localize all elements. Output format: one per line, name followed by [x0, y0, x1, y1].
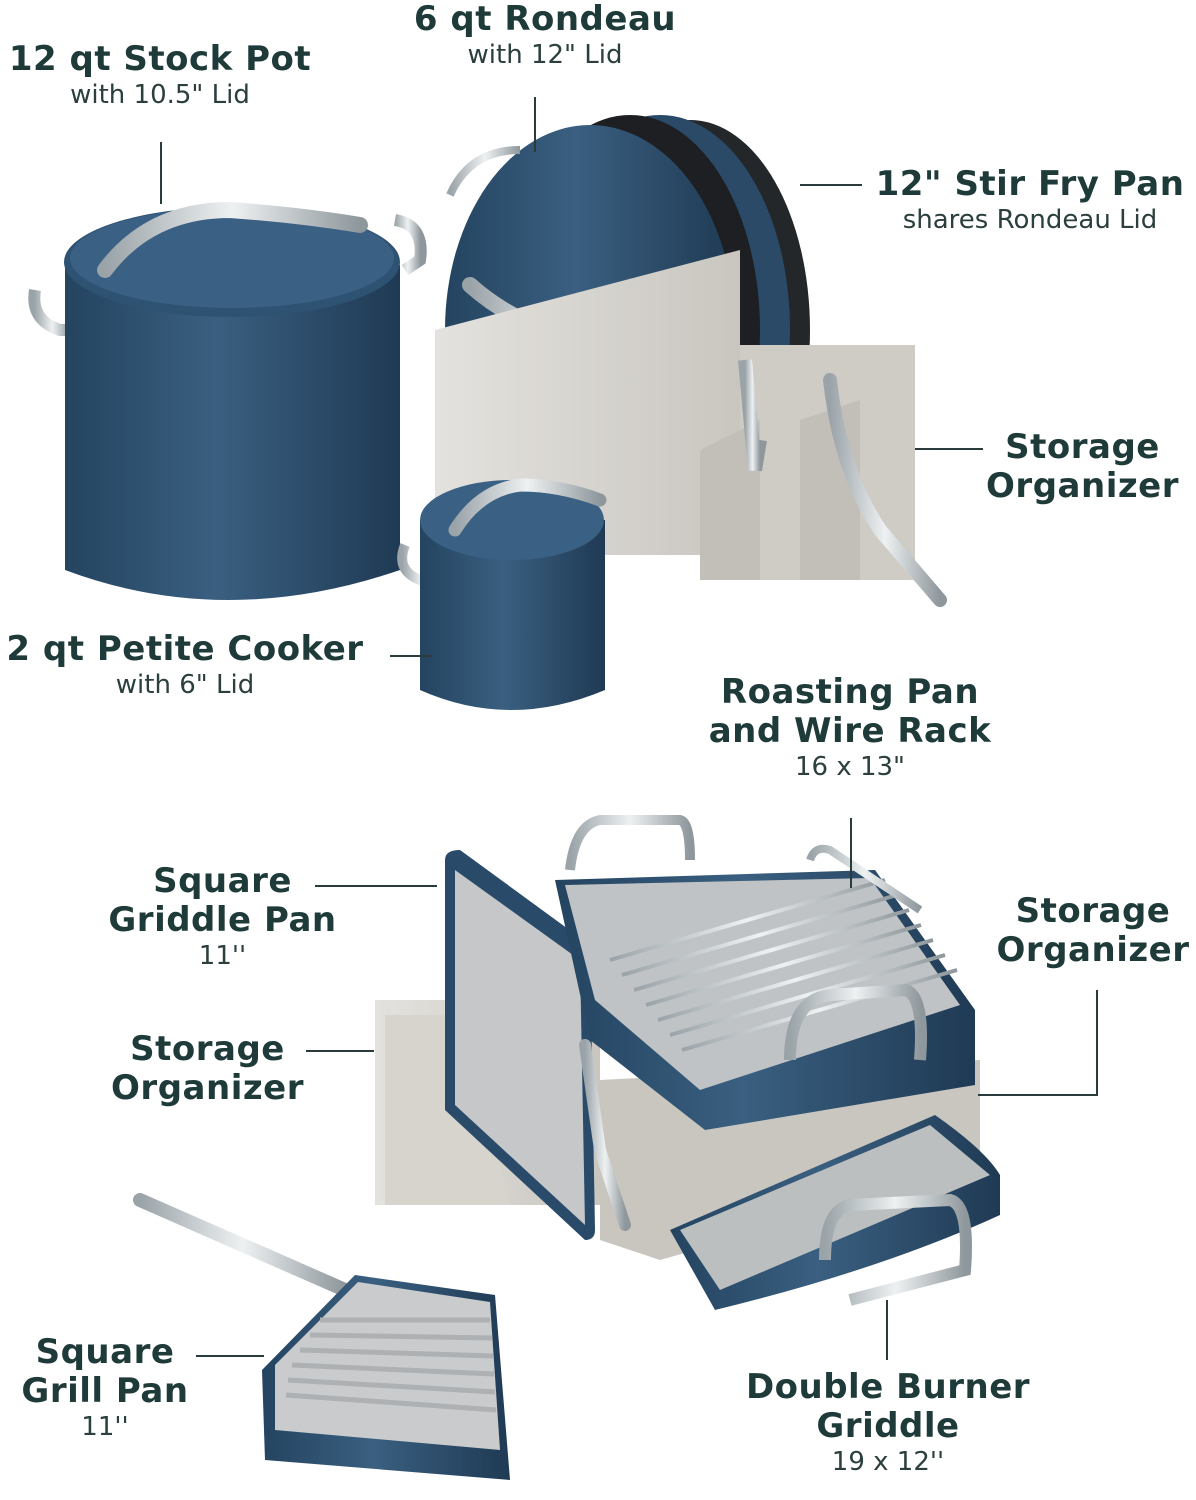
storage-organizer-top: [435, 250, 947, 607]
label-line1: Storage: [1015, 891, 1171, 931]
leader-organizer-right-h: [978, 1094, 1098, 1096]
label-line2: Organizer: [996, 930, 1190, 971]
leader-double-burner: [886, 1300, 888, 1360]
square-grill-pan: [133, 1193, 510, 1480]
leader-stock-pot: [160, 142, 162, 204]
square-griddle-pan: [445, 850, 631, 1240]
label-sub: 16 x 13": [794, 752, 906, 783]
label-line1: Square: [153, 861, 292, 901]
petite-cooker: [397, 478, 607, 710]
leader-square-griddle: [315, 885, 437, 887]
double-burner-griddle: [670, 1115, 1000, 1310]
label-title: 12 qt Stock Pot: [8, 39, 312, 79]
label-square-griddle: Square Griddle Pan 11'': [100, 861, 345, 972]
label-line2: Griddle Pan: [108, 900, 337, 941]
label-organizer-right: Storage Organizer: [990, 891, 1196, 971]
label-double-burner: Double Burner Griddle 19 x 12'': [740, 1367, 1036, 1478]
label-organizer-top: Storage Organizer: [975, 427, 1190, 507]
label-line2: Griddle: [816, 1406, 960, 1447]
stock-pot: [28, 201, 427, 600]
leader-grill-pan: [196, 1355, 264, 1357]
label-stir-fry: 12" Stir Fry Pan shares Rondeau Lid: [870, 164, 1190, 236]
leader-organizer-top: [915, 448, 983, 450]
label-sub: shares Rondeau Lid: [902, 205, 1158, 236]
leader-organizer-left: [306, 1050, 374, 1052]
label-line2: and Wire Rack: [708, 711, 992, 752]
label-title: 2 qt Petite Cooker: [6, 629, 364, 669]
label-line1: Storage: [130, 1029, 285, 1069]
label-line1: Storage: [1005, 427, 1160, 467]
roasting-pan: [555, 815, 975, 1130]
label-line2: Organizer: [111, 1068, 304, 1109]
label-sub: 19 x 12'': [831, 1447, 945, 1478]
label-line2: Grill Pan: [21, 1371, 189, 1412]
label-grill-pan: Square Grill Pan 11'': [10, 1332, 200, 1443]
label-line1: Double Burner: [745, 1367, 1031, 1407]
label-rondeau: 6 qt Rondeau with 12" Lid: [390, 0, 700, 71]
label-sub: with 10.5" Lid: [70, 80, 250, 111]
label-line1: Square: [35, 1332, 175, 1372]
leader-petite-cooker: [390, 655, 432, 657]
label-sub: with 6" Lid: [115, 670, 255, 701]
label-title: 12" Stir Fry Pan: [875, 164, 1185, 204]
label-title: 6 qt Rondeau: [413, 0, 677, 39]
label-line1: Roasting Pan: [720, 672, 980, 712]
leader-organizer-right-v: [1096, 990, 1098, 1096]
label-line2: Organizer: [986, 466, 1179, 507]
label-sub: with 12" Lid: [467, 40, 623, 71]
leader-roasting-pan: [850, 818, 852, 888]
leader-stir-fry: [800, 184, 862, 186]
label-sub: 11'': [198, 941, 247, 972]
label-petite-cooker: 2 qt Petite Cooker with 6" Lid: [0, 629, 370, 701]
label-roasting-pan: Roasting Pan and Wire Rack 16 x 13": [700, 672, 1000, 783]
label-stock-pot: 12 qt Stock Pot with 10.5" Lid: [0, 39, 320, 111]
leader-rondeau: [534, 97, 536, 152]
label-sub: 11'': [81, 1412, 129, 1443]
label-organizer-left: Storage Organizer: [100, 1029, 315, 1109]
